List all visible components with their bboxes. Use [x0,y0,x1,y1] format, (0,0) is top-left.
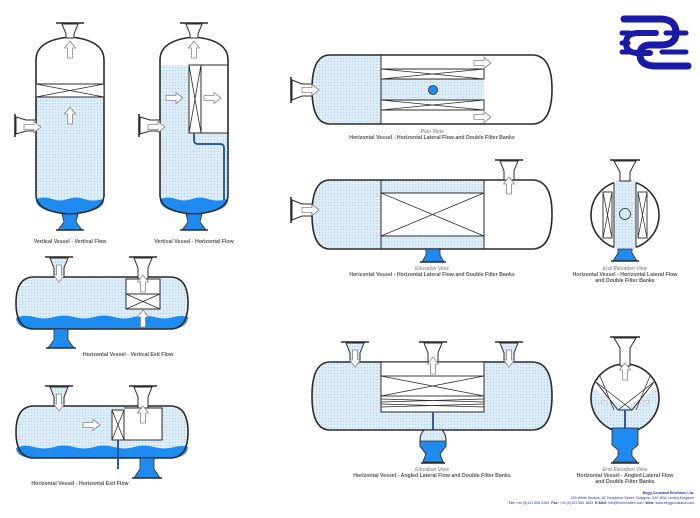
view-label-end-elevation: End Elevation View [602,266,648,272]
footer-contact: Tel: +44 (0)141 556 2289 Fax: +44 (0)141… [509,501,694,506]
company-name: Begg Cousland Envirotec Ltd. [642,491,694,495]
view-label-elevation: Elevation View [415,266,449,272]
vessel-angled-end-elevation [590,336,660,464]
caption-angled-end-line2: and Double Filter Banks [595,479,655,485]
email-label: E-Mail: [595,501,607,505]
tel-label: Tel: [508,501,515,505]
caption-horizontal-horizontal-exit: Horizontal Vessel - Horizontal Exit Flow [31,481,129,487]
caption-horizontal-vertical-exit: Horizontal Vessel - Vertical Exit Flow [82,352,174,358]
vessel-end-elevation-lateral [590,159,660,262]
drain-nozzle [57,213,83,231]
vessel-vertical-vertical-flow [14,22,105,231]
view-label-angled-end-elevation: End Elevation View [602,467,648,473]
caption-end-elevation-line1: Horizontal Vessel - Horizontal Lateral F… [572,272,678,278]
vessel-vertical-horizontal-flow [138,22,229,231]
caption-plan-view: Horizontal Vessel - Horizontal Lateral F… [349,135,515,141]
liquid-level [36,197,104,214]
bce-logo-icon [619,15,692,70]
caption-elevation-view: Horizontal Vessel - Horizontal Lateral F… [349,272,515,278]
vessel-horizontal-vertical-exit [15,256,189,349]
view-label-angled-elevation: Elevation View [415,467,449,473]
outlet-nozzle [61,23,79,39]
tel-value: +44 (0)141 556 2289 [515,501,550,505]
fax-value: +44 (0)141 550 1653 [559,501,594,505]
footer-address: 205 White Studios, 62 Templeton Street, … [570,496,694,500]
view-label-plan: Plan View [420,129,444,135]
filter-bank-lower [380,398,485,408]
vessel-plan-view [290,54,553,125]
downcomer-pipe [193,133,225,200]
vessel-angled-elevation [311,341,553,464]
caption-vertical-vertical-flow: Vertical Vessel - Vertical Flow [33,239,107,245]
footer-company: Begg Cousland Envirotec Ltd. [643,491,694,496]
web-link[interactable]: www.beggcousland.com [655,501,694,505]
caption-vertical-horizontal-flow: Vertical Vessel - Horizontal Flow [154,239,234,245]
web-label: Web: [645,501,655,505]
fax-label: Fax: [551,501,559,505]
outlet-point [428,85,438,95]
vessel-elevation-view [290,159,553,263]
email-link[interactable]: info@bcenvirotec.com [607,501,644,505]
vessel-horizontal-horizontal-exit [15,385,189,479]
caption-end-elevation-line2: and Double Filter Banks [595,278,655,284]
caption-angled-elevation: Horizontal Vessel - Angled Lateral Flow … [353,473,511,479]
caption-angled-end-line1: Horizontal Vessel - Angled Lateral Flow [576,473,674,479]
